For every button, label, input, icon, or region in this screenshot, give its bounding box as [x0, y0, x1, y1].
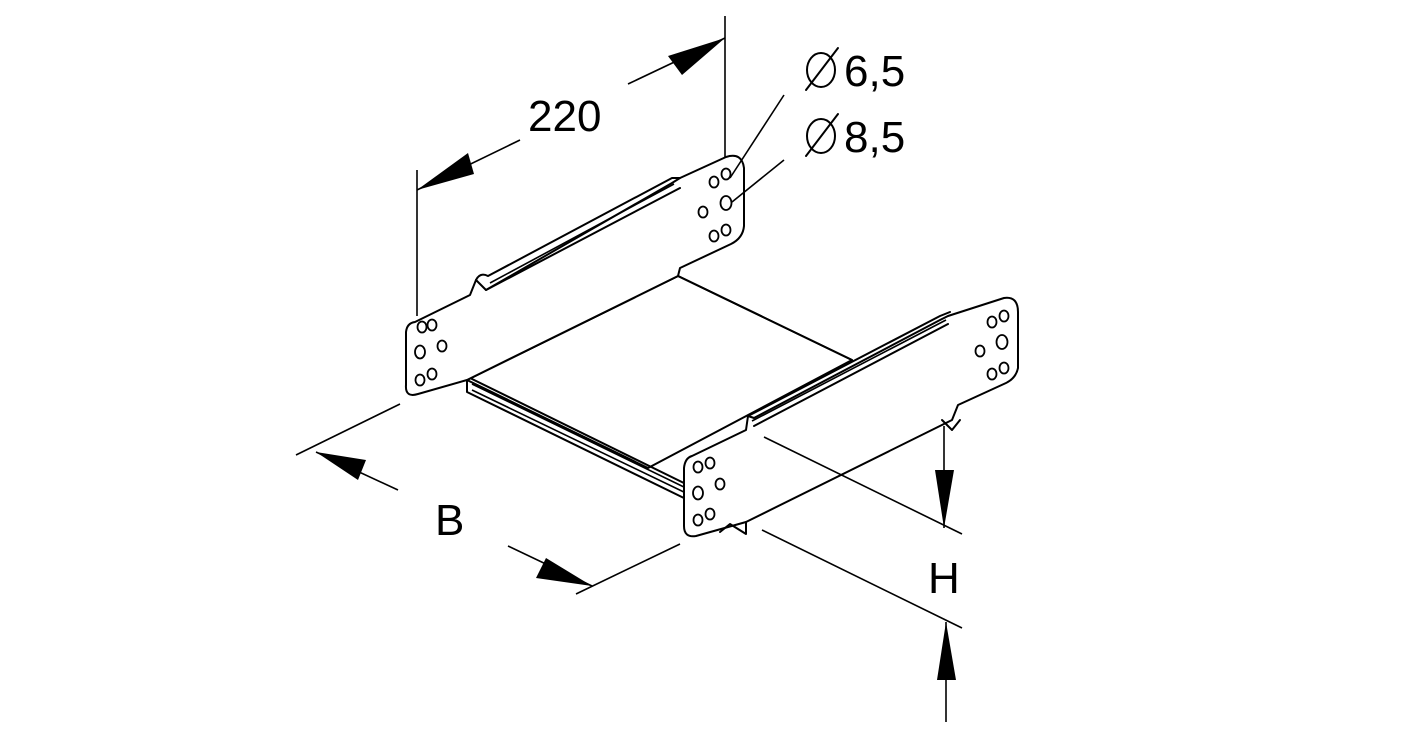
length-dimension — [416, 16, 726, 316]
hole-callout-leaders — [729, 94, 785, 203]
arrow-head-left — [316, 452, 366, 480]
front-plate-holes-left — [692, 456, 726, 527]
arrow-head-left — [417, 153, 474, 190]
height-dimension-label: H — [928, 554, 960, 603]
back-plate-holes-left — [414, 318, 448, 387]
back-side-plate — [404, 154, 745, 396]
front-side-plate — [683, 296, 1019, 538]
front-plate-holes-right — [974, 309, 1010, 381]
hole-small-diameter-label: 6,5 — [844, 47, 905, 96]
width-dimension — [295, 403, 681, 595]
arrow-head-right — [668, 38, 725, 75]
back-plate-holes-right — [697, 167, 733, 243]
diameter-symbol-icon — [805, 47, 839, 91]
height-dimension — [761, 426, 963, 722]
diameter-symbol-icon — [805, 113, 839, 157]
arrow-head-down — [935, 470, 954, 528]
hole-large-diameter-label: 8,5 — [844, 113, 905, 162]
arrow-head-up — [937, 622, 956, 680]
width-dimension-label: B — [435, 496, 464, 545]
arrow-head-right — [536, 558, 592, 586]
length-dimension-label: 220 — [528, 92, 601, 141]
